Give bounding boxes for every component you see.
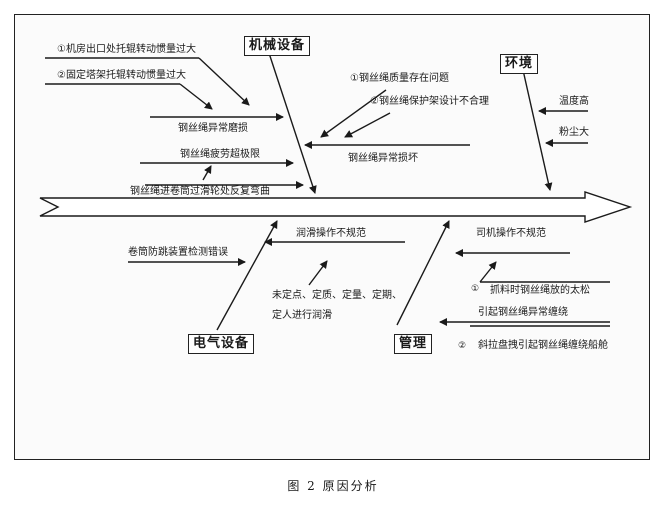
elec-cause-1: 卷筒防跳装置检测错误 bbox=[128, 247, 228, 258]
mech-c7-arrow bbox=[344, 112, 391, 138]
category-environment: 环境 bbox=[500, 54, 539, 74]
mgmt-cause-1: 司机操作不规范 bbox=[476, 228, 546, 239]
electrical-bone bbox=[216, 220, 278, 331]
mech-c1-sub bbox=[198, 57, 250, 106]
mechanical-bone bbox=[267, 49, 317, 194]
mgmt-num-1: ① bbox=[471, 284, 480, 294]
mech-cause-4: 钢丝绳疲劳超极限 bbox=[180, 149, 260, 160]
elec-c3-sub bbox=[308, 260, 328, 286]
mech-cause-5: 钢丝绳进卷筒过滑轮处反复弯曲 bbox=[130, 186, 270, 197]
category-management: 管理 bbox=[394, 334, 433, 354]
category-electrical: 电气设备 bbox=[188, 334, 255, 354]
mgmt-cause-3: 引起钢丝绳异常缠绕 bbox=[478, 307, 568, 318]
mech-cause-7: ②钢丝绳保护架设计不合理 bbox=[370, 96, 489, 107]
mgmt-num-2: ② bbox=[458, 341, 467, 351]
mech-cause-1: ①机房出口处托辊转动惯量过大 bbox=[57, 44, 196, 55]
mgmt-cause-4: 斜拉盘拽引起钢丝绳缠绕船舱 bbox=[478, 340, 608, 351]
figure-caption: 图 2 原因分析 bbox=[287, 479, 379, 493]
mech-cause-6: ①钢丝绳质量存在问题 bbox=[350, 73, 449, 84]
diagram-frame bbox=[14, 14, 650, 460]
mech-c2-sub bbox=[179, 83, 213, 110]
mech-cause-8: 钢丝绳异常损坏 bbox=[348, 153, 418, 164]
main-spine-arrow bbox=[39, 191, 633, 223]
elec-cause-4: 定人进行润滑 bbox=[272, 310, 332, 321]
mech-cause-3: 钢丝绳异常磨损 bbox=[178, 123, 248, 134]
mgmt-c2-sub bbox=[479, 261, 497, 283]
elec-cause-2: 润滑操作不规范 bbox=[296, 228, 366, 239]
mgmt-cause-2: 抓料时钢丝绳放的太松 bbox=[490, 285, 590, 296]
env-cause-1: 温度高 bbox=[559, 96, 589, 107]
mech-cause-2: ②固定塔架托辊转动惯量过大 bbox=[57, 70, 186, 81]
management-bone bbox=[396, 220, 450, 326]
env-cause-2: 粉尘大 bbox=[559, 127, 589, 138]
mech-c6-arrow bbox=[320, 89, 387, 138]
category-mechanical: 机械设备 bbox=[244, 36, 311, 56]
environment-bone bbox=[522, 69, 553, 191]
mech-c4-sub bbox=[202, 165, 212, 181]
elec-cause-3: 未定点、定质、定量、定期、 bbox=[272, 290, 402, 301]
